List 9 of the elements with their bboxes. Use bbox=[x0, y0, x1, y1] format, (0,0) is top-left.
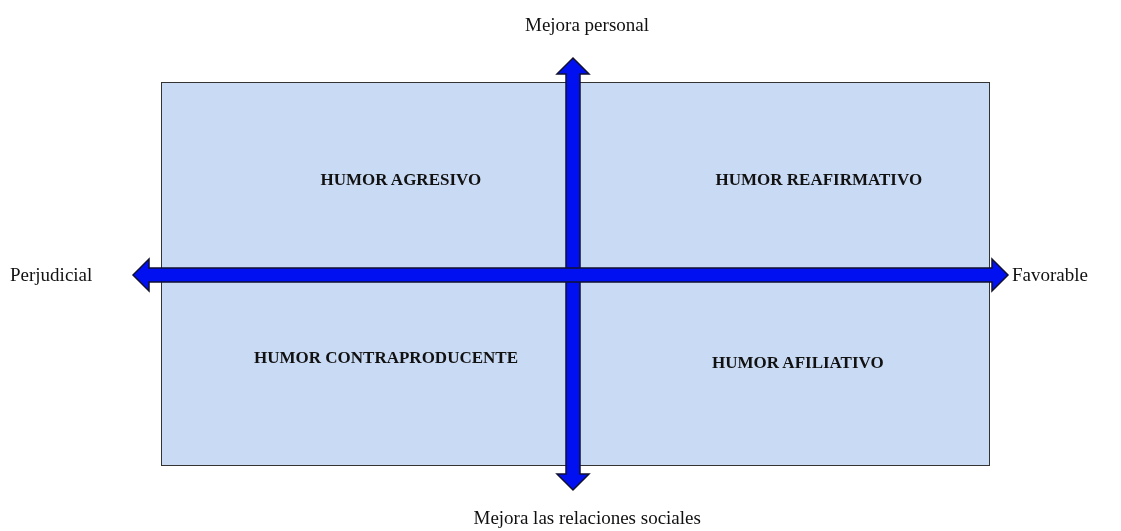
quadrant-label: HUMOR AGRESIVO bbox=[320, 170, 482, 190]
axis-label: Mejora las relaciones sociales bbox=[473, 507, 701, 529]
axis-label: Mejora personal bbox=[525, 14, 649, 36]
quadrant-label: HUMOR AFILIATIVO bbox=[712, 353, 884, 373]
quadrant-label: HUMOR REAFIRMATIVO bbox=[715, 170, 923, 190]
quadrant-label: HUMOR CONTRAPRODUCENTE bbox=[254, 348, 518, 368]
axis-label: Favorable bbox=[1012, 264, 1088, 286]
quadrant-chart-box bbox=[161, 82, 990, 466]
axis-label: Perjudicial bbox=[10, 264, 93, 286]
